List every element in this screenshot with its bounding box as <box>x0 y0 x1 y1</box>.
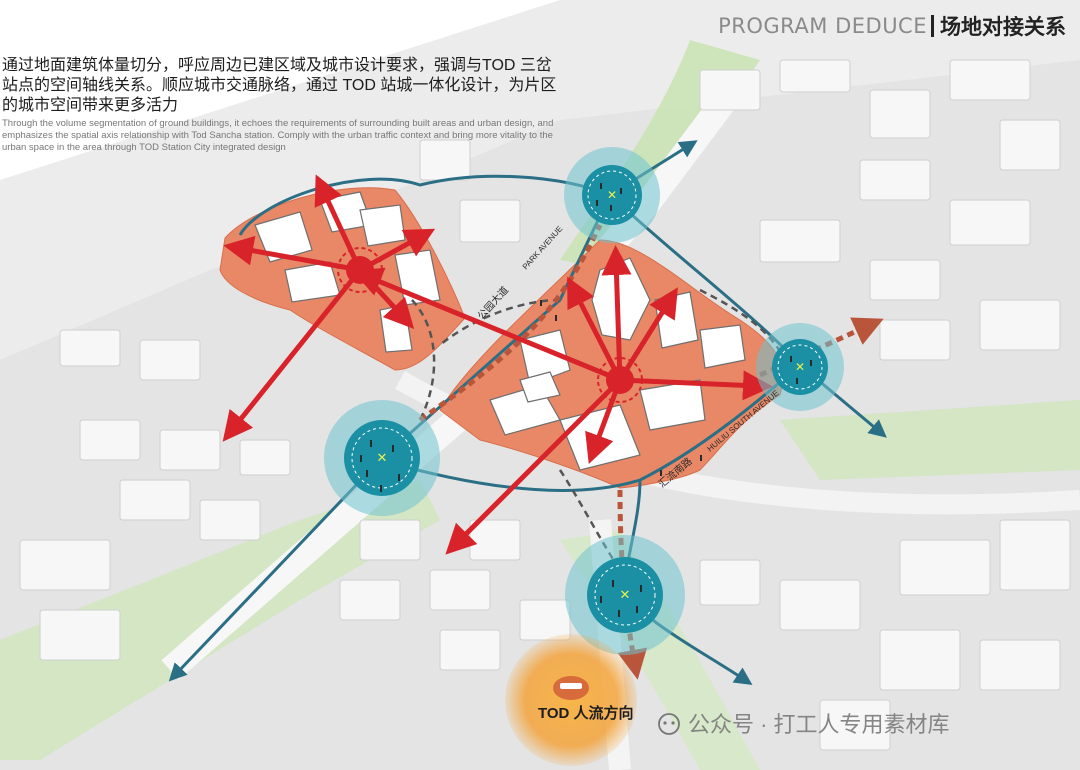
axis-central-north <box>567 276 623 382</box>
axis-central-east <box>619 370 773 401</box>
svg-text:✕: ✕ <box>377 450 388 465</box>
axis-west-w <box>223 235 361 273</box>
people-figures <box>360 183 812 617</box>
svg-text:✕: ✕ <box>607 188 617 202</box>
watermark: 公众号 · 打工人专用素材库 <box>658 712 950 737</box>
station-node-north: ✕ <box>564 147 660 243</box>
svg-text:✕: ✕ <box>620 587 631 602</box>
station-node-east: ✕ <box>756 323 844 411</box>
axis-central-ne <box>617 287 678 382</box>
station-node-west: ✕ <box>324 400 440 516</box>
header-title-en: PROGRAM DEDUCE <box>718 14 927 38</box>
train-window-icon <box>560 683 582 689</box>
tod-flow-label: TOD 人流方向 <box>538 704 634 722</box>
green-belt-east <box>780 400 1080 480</box>
svg-text:✕: ✕ <box>795 360 805 374</box>
intro-block: 通过地面建筑体量切分，呼应周边已建区域及城市设计要求，强调与TOD 三岔站点的空… <box>2 56 567 154</box>
intro-text-cn: 通过地面建筑体量切分，呼应周边已建区域及城市设计要求，强调与TOD 三岔站点的空… <box>2 57 557 114</box>
tod-flow-legend <box>505 634 637 766</box>
intro-text-en: Through the volume segmentation of groun… <box>2 118 554 153</box>
page-header: PROGRAM DEDUCE 场地对接关系 <box>718 10 1066 42</box>
watermark-text: 公众号 · 打工人专用素材库 <box>688 712 950 737</box>
header-title-cn: 场地对接关系 <box>940 16 1066 39</box>
header-divider <box>931 15 934 37</box>
axis-central-sw <box>445 378 622 555</box>
axis-west-north <box>314 174 363 272</box>
wechat-icon <box>658 713 680 735</box>
hub-west <box>346 256 374 284</box>
context-buildings <box>19 59 1071 751</box>
axis-central-nn <box>601 245 632 381</box>
station-node-south: ✕ <box>565 535 685 655</box>
axis-central-west <box>352 267 621 383</box>
flow-line-northwest-loop <box>238 174 611 236</box>
hub-west-halo <box>337 247 383 293</box>
axis-west-sw <box>222 268 362 442</box>
station-nodes: ✕ ✕ ✕ ✕ <box>324 147 844 655</box>
hub-central <box>606 366 634 394</box>
axis-hubs <box>337 247 643 403</box>
hub-central-halo <box>597 357 643 403</box>
